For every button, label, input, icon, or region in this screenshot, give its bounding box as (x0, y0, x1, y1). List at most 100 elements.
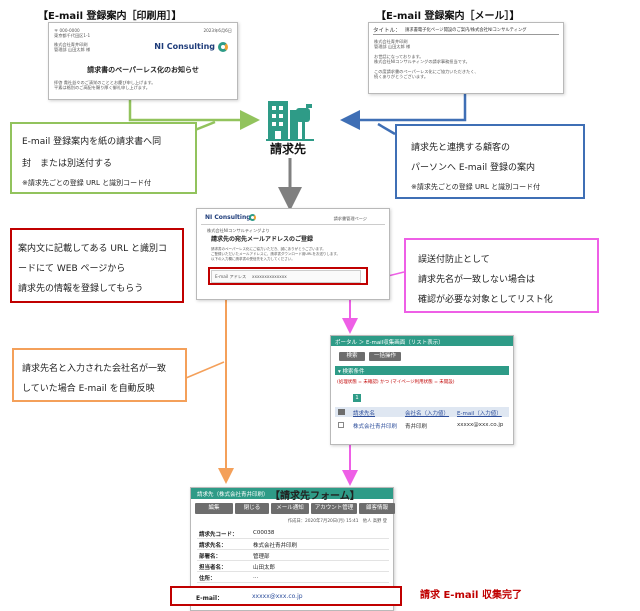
form-email-value: xxxxxxxxxxxxxx (252, 274, 287, 279)
record-button-3[interactable]: アカウント管理 (311, 503, 357, 514)
record-window-title: 請求先（株式会社青井印刷） (197, 492, 269, 498)
record-field-value: 管理部 (253, 554, 270, 560)
record-field-label: 部署名： (199, 554, 222, 560)
select-all-checkbox[interactable] (338, 409, 345, 415)
search-button[interactable]: 検索 (339, 352, 365, 361)
record-field-value: 山田太郎 (253, 565, 276, 571)
print-doc-person: 管理部 山田太郎 様 (54, 47, 91, 52)
print-doc-title: 請求書のペーパーレス化のお知らせ (87, 66, 199, 74)
record-row-divider (197, 582, 389, 583)
form-email-label: E-mail アドレス (215, 274, 247, 279)
mail-doc-heading: 【E-mail 登録案内［メール］】 (376, 11, 520, 22)
mail-line-company: 株式会社青井印刷 (374, 39, 408, 44)
search-conditions-label: ▾ 検索条件 (338, 369, 365, 375)
form-text3: 以下の入力欄に請求書の受信先を入力してください。 (211, 257, 295, 261)
form-email-highlight (208, 267, 368, 285)
orange-callout-pointer (185, 361, 225, 379)
print-doc-address: 東京都千代田区1-1 (54, 33, 91, 38)
record-field-label: 担当者名： (199, 565, 227, 571)
callout-green-note: ※請求先ごとの登録 URL と識別コード付 (22, 179, 152, 187)
mail-line-closing: 続くありがとうございます。 (374, 74, 429, 79)
list-table-row[interactable]: 株式会社青井印刷 青井印刷 xxxxx@xxx.co.jp (335, 420, 509, 430)
row-checkbox[interactable] (338, 422, 344, 428)
list-window-bar: ポータル ＞ E-mail収集画面（リスト表示） (331, 336, 513, 346)
form-title: 請求先の宛先メールアドレスのご登録 (211, 236, 314, 243)
print-doc-postal: 〒 000-0000 (54, 28, 80, 33)
list-table-header: 請求先名 会社名（入力値） E-mail（入力値） (335, 407, 509, 417)
record-button-1[interactable]: 閉じる (235, 503, 269, 514)
record-field-value: 株式会社青井印刷 (253, 543, 298, 549)
record-field-label: 住所： (199, 576, 216, 582)
print-doc-preview: 〒 000-0000 東京都千代田区1-1 2023年6月6日 株式会社青井印刷… (48, 22, 238, 100)
print-doc-company: 株式会社青井印刷 (54, 42, 88, 47)
arrow-mail-to-recipient (340, 93, 467, 130)
record-button-0[interactable]: 編集 (195, 503, 233, 514)
arrow-print-to-recipient (128, 100, 260, 130)
mail-line-request: この度請求書のペーパーレス化にご協力いただきたく、 (374, 69, 479, 74)
mail-divider (373, 34, 559, 35)
list-window: ポータル ＞ E-mail収集画面（リスト表示） 検索 一括操作 ▾ 検索条件 … (330, 335, 514, 445)
record-field-label: 請求先コード： (199, 532, 238, 538)
search-conditions-header[interactable]: ▾ 検索条件 (335, 366, 509, 375)
search-condition-text: (処理状態 = 未確認) かつ (マイページ利用状態 = 未開設) (337, 380, 455, 385)
callout-orange-line1: 請求先名と入力された会社名が一致 (22, 364, 167, 374)
pager-current[interactable]: 1 (353, 394, 361, 402)
record-email-highlight[interactable]: E-mail： xxxxx@xxx.co.jp (170, 586, 402, 606)
callout-red-line2: ードにて WEB ページから (18, 264, 126, 274)
callout-pink-line1: 誤送付防止として (418, 255, 490, 265)
form-email-row[interactable]: E-mail アドレス xxxxxxxxxxxxxx (211, 270, 361, 283)
recipient-label: 請求先 (270, 142, 307, 156)
callout-pink-line3: 確認が必要な対象としてリスト化 (418, 295, 553, 305)
record-email-value[interactable]: xxxxx@xxx.co.jp (252, 593, 303, 600)
callout-green-line2: 封 または別送付する (22, 159, 113, 169)
callout-blue-line1: 請求先と連携する顧客の (411, 143, 511, 153)
bulk-action-button[interactable]: 一括操作 (369, 352, 401, 361)
cell-recipient-name[interactable]: 株式会社青井印刷 (353, 424, 398, 430)
record-row-divider (197, 560, 389, 561)
cell-company-input: 青井印刷 (405, 424, 428, 430)
record-row-divider (197, 549, 389, 550)
print-doc-date: 2023年6月6日 (203, 28, 232, 33)
print-doc-body-line1: 拝啓 貴社益々のご清栄のこととお慶び申し上げます。 (54, 80, 156, 85)
green-callout-pointer (194, 120, 216, 132)
mail-doc-preview: タイトル： 請求書電子化ページ開設のご案内/株式会社NIコンサルティング 株式会… (368, 22, 564, 94)
col-company-input[interactable]: 会社名（入力値） (405, 411, 450, 417)
form-brand: NI Consulting (205, 214, 251, 221)
mail-line-greeting: お世話になっております。 (374, 54, 424, 59)
callout-red: 案内文に記載してある URL と識別コ ードにて WEB ページから 請求先の情… (10, 228, 184, 303)
record-field-value: ... (253, 574, 259, 580)
form-company: 株式会社NIコンサルティングより (207, 228, 270, 233)
building-mail-icon (266, 101, 314, 141)
ni-logo-icon (218, 42, 228, 52)
callout-pink: 誤送付防止として 請求先名が一致しない場合は 確認が必要な対象としてリスト化 (404, 238, 599, 313)
record-window-bar: 請求先（株式会社青井印刷） (191, 488, 393, 499)
callout-orange: 請求先名と入力された会社名が一致 していた場合 E-mail を自動反映 (12, 348, 187, 402)
web-registration-form: NI Consulting 請求書管理ページ 株式会社NIコンサルティングより … (196, 208, 390, 300)
form-logo-icon (249, 214, 256, 221)
record-row-divider (197, 538, 389, 539)
form-text1: 請求書のペーパーレス化にご協力いただき、誠にありがとうございます。 (211, 247, 326, 251)
callout-green-line1: E-mail 登録案内を紙の請求書へ同 (22, 137, 162, 147)
col-recipient-name[interactable]: 請求先名 (353, 411, 376, 417)
callout-blue-line2: パーソンへ E-mail 登録の案内 (411, 163, 535, 173)
form-text2: ご登録いただいたメールアドレスに、請求書ダウンロード用URLをお送りします。 (211, 252, 340, 256)
callout-green: E-mail 登録案内を紙の請求書へ同 封 または別送付する ※請求先ごとの登録… (10, 122, 197, 194)
record-email-label: E-mail： (196, 595, 224, 602)
record-form-overlay-title: 【請求先フォーム】 (270, 491, 360, 502)
record-toolbar: 編集閉じるメール通知アカウント管理顧客情報 (195, 503, 395, 515)
mail-title-value: 請求書電子化ページ開設のご案内/株式会社NIコンサルティング (405, 28, 527, 33)
blue-callout-pointer (377, 122, 396, 136)
record-button-2[interactable]: メール通知 (271, 503, 309, 514)
mail-title-label: タイトル： (373, 28, 401, 34)
record-meta: 作成日：2020年7月20日(月) 15:41 他人 高野 登 (287, 519, 387, 524)
record-button-4[interactable]: 顧客情報 (359, 503, 395, 514)
col-email-input[interactable]: E-mail（入力値） (457, 411, 502, 417)
mail-line-sender: 株式会社NIコンサルティングの請求事務担当です。 (374, 59, 470, 64)
record-field-label: 請求先名： (199, 543, 227, 549)
form-divider (201, 224, 385, 225)
callout-pink-line2: 請求先名が一致しない場合は (418, 275, 536, 285)
callout-red-line1: 案内文に記載してある URL と識別コ (18, 244, 168, 254)
cell-email-input: xxxxx@xxx.co.jp (457, 422, 504, 428)
